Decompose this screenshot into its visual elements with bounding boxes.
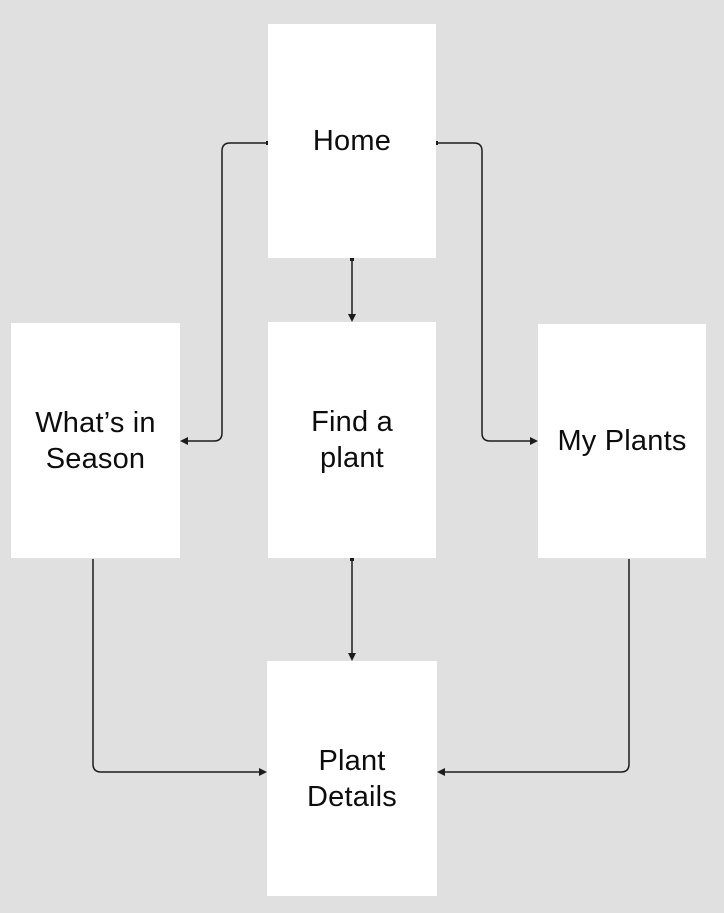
- node-home-label: Home: [312, 125, 392, 157]
- node-home: Home: [268, 24, 436, 258]
- node-plant-details-label: Plant Details: [306, 744, 398, 813]
- edge-home-to-my-plants: [434, 141, 538, 445]
- node-find-a-plant-label: Find a plant: [311, 406, 393, 474]
- node-whats-in-season: What’s in Season: [11, 323, 180, 558]
- node-my-plants-label: My Plants: [557, 425, 687, 457]
- edge-whats-in-season-to-plant-details: [92, 559, 267, 776]
- node-whats-in-season-label: What’s in Season: [35, 406, 156, 475]
- edge-home-to-whats-in-season: [180, 141, 270, 445]
- node-my-plants: My Plants: [538, 324, 706, 558]
- node-find-a-plant: Find a plant: [268, 322, 436, 558]
- edge-my-plants-to-plant-details: [437, 559, 630, 776]
- node-plant-details: Plant Details: [267, 661, 437, 896]
